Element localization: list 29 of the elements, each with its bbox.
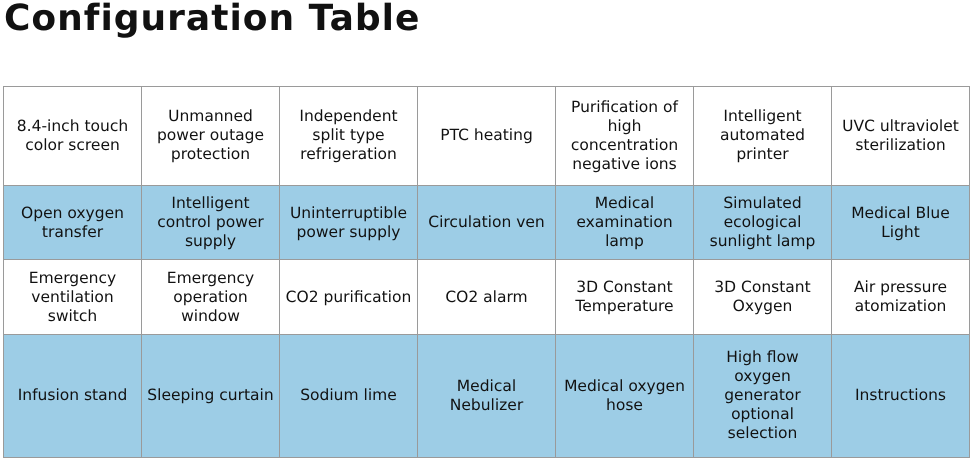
table-cell: 3D Constant Temperature [556,260,694,334]
table-cell: Medical Blue Light [832,185,970,260]
table-cell: Air pressure atomization [832,260,970,334]
table-cell: Emergency operation window [142,260,280,334]
table-cell: Sleeping curtain [142,334,280,458]
table-cell: PTC heating [418,86,556,186]
table-cell: CO2 alarm [418,260,556,334]
table-cell: Emergency ventilation switch [4,260,142,334]
table-cell: Open oxygen transfer [4,185,142,260]
table-cell: Simulated ecological sunlight lamp [694,185,832,260]
table-cell: 3D Constant Oxygen [694,260,832,334]
table-cell: High flow oxygen generator optional selection [694,334,832,458]
table-cell: CO2 purification [280,260,418,334]
table-cell: Circulation ven [418,185,556,260]
table-cell: Purification of high concentration negative ions [556,86,694,186]
table-cell: Intelligent control power supply [142,185,280,260]
table-cell: Medical examination lamp [556,185,694,260]
table-cell: Medical Nebulizer [418,334,556,458]
table-cell: Instructions [832,334,970,458]
table-cell: Unmanned power outage protection [142,86,280,186]
table-cell: Uninterruptible power supply [280,185,418,260]
table-title: Configuration Table [4,0,420,39]
table-cell: Medical oxygen hose [556,334,694,458]
table-cell: Sodium lime [280,334,418,458]
table-cell: 8.4-inch touch color screen [4,86,142,186]
table-cell: Independent split type refrigeration [280,86,418,186]
table-cell: UVC ultraviolet sterilization [832,86,970,186]
table-cell: Intelligent automated printer [694,86,832,186]
table-cell: Infusion stand [4,334,142,458]
